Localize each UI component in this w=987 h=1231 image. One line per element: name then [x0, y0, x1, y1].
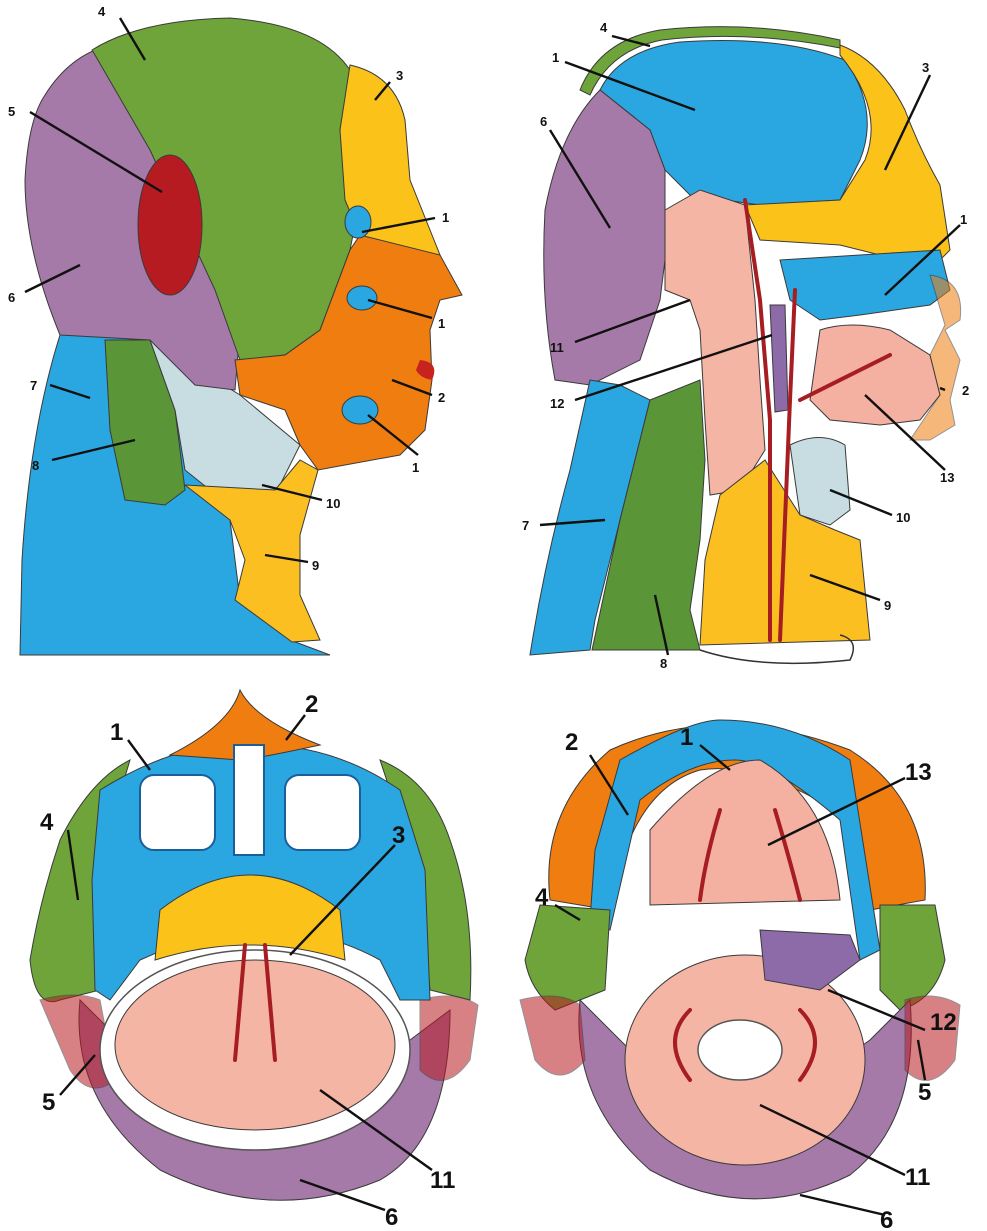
p2-label: 12: [550, 396, 564, 411]
p4-label: 12: [930, 1009, 957, 1036]
sinus-cavity: [140, 775, 215, 850]
p4-label: 4: [535, 884, 549, 911]
p1-label: 5: [8, 104, 15, 119]
p2-label: 2: [962, 383, 969, 398]
p3-label: 6: [385, 1204, 398, 1231]
p2-label: 7: [522, 518, 529, 533]
p2-label: 1: [552, 50, 559, 65]
p2-label: 4: [600, 20, 608, 35]
sinus-cavity: [285, 775, 360, 850]
zone-12-region: [760, 930, 860, 990]
p4-label: 11: [905, 1164, 930, 1191]
p3-label: 1: [110, 719, 123, 746]
p1-label: 1: [412, 460, 419, 475]
p4-label: 1: [680, 724, 693, 751]
panel-lateral-surface: 4 5 3 1 1 2 1 6 7 8 10 9: [8, 4, 462, 655]
p4-label: 6: [880, 1207, 893, 1231]
p2-label: 11: [550, 340, 564, 355]
p1-label: 6: [8, 290, 15, 305]
panel-axial-lower: 1 2 13 4 12 5 11 6: [520, 720, 960, 1231]
p2-label: 8: [660, 656, 667, 671]
zone-4-region: [880, 905, 945, 1010]
p1-label: 8: [32, 458, 39, 473]
p4-label: 2: [565, 729, 578, 756]
panel-sagittal-section: 4 1 3 6 1 11 12 2 13 10 9 7 8: [522, 20, 969, 671]
zone-13-region: [810, 325, 940, 425]
p1-label: 9: [312, 558, 319, 573]
zone-1-eye-spot: [345, 206, 371, 238]
p2-label: 1: [960, 212, 967, 227]
p3-label: 3: [392, 822, 405, 849]
p4-label: 13: [905, 759, 932, 786]
zone-5-region: [520, 996, 585, 1075]
p2-label: 10: [896, 510, 910, 525]
zone-12-region: [770, 305, 788, 412]
p2-label: 3: [922, 60, 929, 75]
zone-11-region: [115, 960, 395, 1130]
zone-5-region: [420, 996, 478, 1080]
nasal-septum: [234, 745, 264, 855]
p2-label: 13: [940, 470, 954, 485]
p1-label: 1: [438, 316, 445, 331]
p2-label: 9: [884, 598, 891, 613]
p1-label: 1: [442, 210, 449, 225]
p1-label: 2: [438, 390, 445, 405]
p4-label: 5: [918, 1079, 931, 1106]
zone-1-nasal-region: [780, 250, 950, 320]
p3-label: 11: [430, 1167, 455, 1194]
p1-label: 4: [98, 4, 106, 19]
zone-1-nose-spot: [347, 286, 377, 310]
p3-label: 2: [305, 691, 318, 718]
zone-5-region: [138, 155, 202, 295]
p1-label: 10: [326, 496, 340, 511]
spinal-canal: [698, 1020, 782, 1080]
p1-label: 3: [396, 68, 403, 83]
p1-label: 7: [30, 378, 37, 393]
p3-label: 5: [42, 1089, 55, 1116]
p2-label: 6: [540, 114, 547, 129]
p3-label: 4: [40, 809, 54, 836]
panel-axial-upper: 1 2 3 4 5 11 6: [30, 690, 478, 1231]
zone-10-region: [790, 438, 850, 526]
zone-4-region: [525, 905, 610, 1010]
